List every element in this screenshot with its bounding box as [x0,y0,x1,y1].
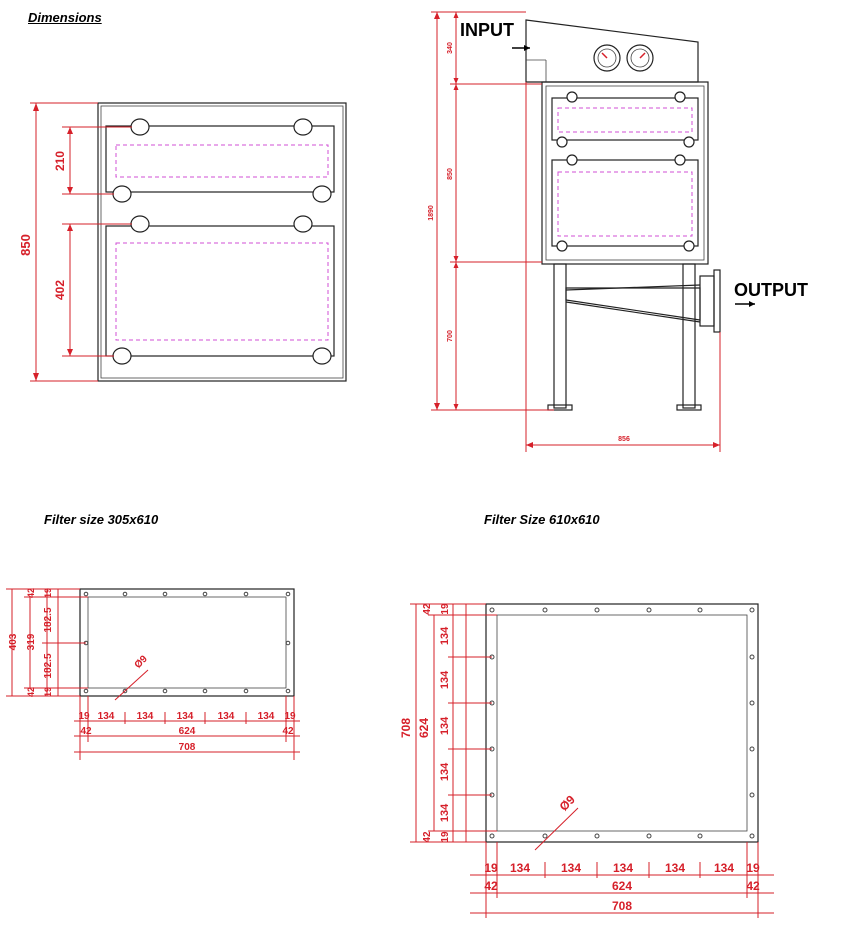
side-top-340: 340 [447,42,454,54]
filter-large-bolts [489,607,755,839]
filter-small-top-edge: 42 [26,588,36,598]
front-latch-6 [293,215,313,233]
filter-large-vpitch-4: 134 [439,762,451,781]
filter-large-hpitch-1: 134 [510,861,530,875]
front-latch-2 [293,118,313,136]
filter-large-hpitch-4: 134 [665,861,685,875]
front-height-850: 850 [18,234,33,256]
front-lower-402: 402 [53,280,67,300]
filter-large-inner-624: 624 [417,718,431,738]
filter-large-drawing: Ø9 708 624 42 19 42 19 134 134 134 134 1… [399,603,774,918]
filter-small-pitch-lower: 182.5 [43,653,54,678]
side-leg-700: 700 [447,330,454,342]
front-upper-filter [115,144,329,178]
filter-large-caption: Filter Size 610x610 [484,512,600,527]
side-view: INPUT OUTPUT 1890 340 850 700 856 [428,11,808,452]
filter-large-right-edge: 42 [746,879,760,893]
filter-small-left-inset: 19 [78,711,90,722]
side-body [541,81,709,265]
filter-small-left-edge: 42 [80,726,92,737]
filter-small-drawing: Ø9 403 319 182.5 182.5 42 19 42 19 19 19… [6,588,300,760]
filter-large-hpitch-2: 134 [561,861,581,875]
side-upper-drawer [551,97,699,141]
filter-large-top-edge: 42 [422,603,433,615]
front-latch-7 [112,347,132,365]
filter-large-height-708: 708 [399,718,413,738]
front-latch-5 [130,215,150,233]
front-latch-4 [312,185,332,203]
input-label: INPUT [460,20,514,40]
filter-large-frame [485,603,759,843]
dimensions-heading: Dimensions [28,10,102,25]
filter-small-height-403: 403 [8,633,19,650]
filter-small-bolts [83,591,291,694]
front-lower-drawer [105,225,335,357]
filter-small-bottom-edge: 42 [26,687,36,697]
filter-small-pitch-5: 134 [258,711,275,722]
filter-large-left-inset: 19 [484,861,498,875]
front-view: 850 210 402 [18,102,347,382]
filter-large-vpitch-5: 134 [439,803,451,822]
filter-large-vpitch-2: 134 [439,670,451,689]
front-latch-1 [130,118,150,136]
front-lower-filter [115,242,329,341]
filter-small-diameter: Ø9 [133,653,151,671]
output-label: OUTPUT [734,280,808,300]
front-latch-8 [312,347,332,365]
filter-small-inner-319: 319 [26,633,37,650]
filter-small-pitch-3: 134 [177,711,194,722]
front-cabinet-outline [97,102,347,382]
filter-small-frame [79,588,295,697]
filter-large-vpitch-1: 134 [439,626,451,645]
filter-large-inner-width-624: 624 [612,879,632,893]
filter-large-hpitch-3: 134 [613,861,633,875]
side-body-850: 850 [447,168,454,180]
side-total-1890: 1890 [428,205,435,221]
side-leg-right [682,263,696,409]
filter-large-width-708: 708 [612,899,632,913]
filter-large-bottom-edge: 42 [422,831,433,843]
front-latch-3 [112,185,132,203]
front-cabinet-inner [100,105,344,379]
filter-small-right-edge: 42 [282,726,294,737]
filter-small-inner-624: 624 [179,726,196,737]
filter-small-pitch-1: 134 [98,711,115,722]
filter-large-bottom-inset: 19 [440,831,451,843]
side-leg-left [553,263,567,409]
filter-small-right-inset: 19 [284,711,296,722]
front-upper-drawer [105,125,335,193]
side-lower-drawer [551,159,699,247]
front-upper-210: 210 [53,151,67,171]
filter-small-top-inset: 19 [43,588,53,598]
side-width-856: 856 [618,436,630,443]
filter-small-inner [87,596,287,689]
filter-small-pitch-4: 134 [218,711,235,722]
filter-large-left-edge: 42 [484,879,498,893]
filter-small-pitch-upper: 182.5 [43,607,54,632]
filter-large-vpitch-3: 134 [439,716,451,735]
filter-small-width-708: 708 [179,742,196,753]
filter-small-pitch-2: 134 [137,711,154,722]
filter-small-bottom-inset: 19 [43,687,53,697]
filter-large-top-inset: 19 [440,603,451,615]
filter-small-caption: Filter size 305x610 [44,512,159,527]
filter-large-inner [496,614,748,832]
filter-large-right-inset: 19 [746,861,760,875]
filter-large-hpitch-5: 134 [714,861,734,875]
